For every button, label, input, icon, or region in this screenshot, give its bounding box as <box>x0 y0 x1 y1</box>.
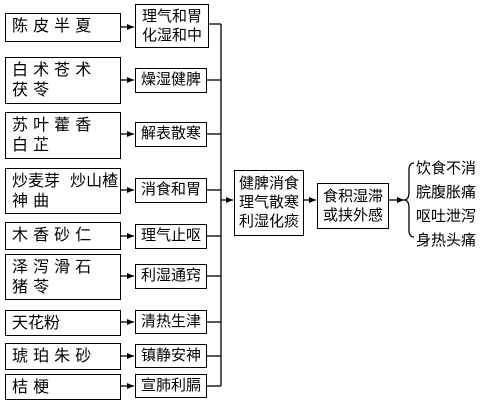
effect-box-3: 解表散寒 <box>135 122 207 147</box>
summary-box: 健脾消食 理气散寒 利湿化痰 <box>234 170 304 236</box>
herb-box-7: 天花粉 <box>5 310 121 336</box>
effect-box-1: 理气和胃 化湿和中 <box>135 4 209 48</box>
cause-box: 食积湿滞 或挟外感 <box>317 183 389 229</box>
herb-box-4: 炒麦芽 炒山楂 神 曲 <box>5 168 121 214</box>
herb-box-6: 泽 泻 滑 石 猪 苓 <box>5 254 121 300</box>
herb-box-8: 琥 珀 朱 砂 <box>5 343 121 370</box>
symptom-4: 身热头痛 <box>416 231 477 249</box>
symptom-3: 呕吐泄泻 <box>416 207 477 225</box>
herb-box-5: 木 香 砂 仁 <box>5 222 121 250</box>
symptom-2: 脘腹胀痛 <box>416 183 477 201</box>
symptom-brace <box>403 162 415 238</box>
effect-box-6: 利湿通窍 <box>135 264 207 289</box>
herb-box-3: 苏 叶 藿 香 白 芷 <box>5 112 121 159</box>
effect-box-7: 清热生津 <box>135 310 207 334</box>
herb-box-1: 陈 皮 半 夏 <box>5 13 121 42</box>
effect-box-8: 镇静安神 <box>135 344 207 368</box>
symptom-1: 饮食不消 <box>416 159 477 177</box>
effect-box-2: 燥湿健脾 <box>135 68 207 93</box>
effect-box-5: 理气止呕 <box>135 224 207 249</box>
herb-box-9: 桔 梗 <box>5 374 121 400</box>
herb-box-2: 白 术 苍 术 茯 苓 <box>5 57 121 104</box>
effect-box-9: 宣肺利膈 <box>135 374 207 398</box>
effect-box-4: 消食和胃 <box>135 178 207 203</box>
